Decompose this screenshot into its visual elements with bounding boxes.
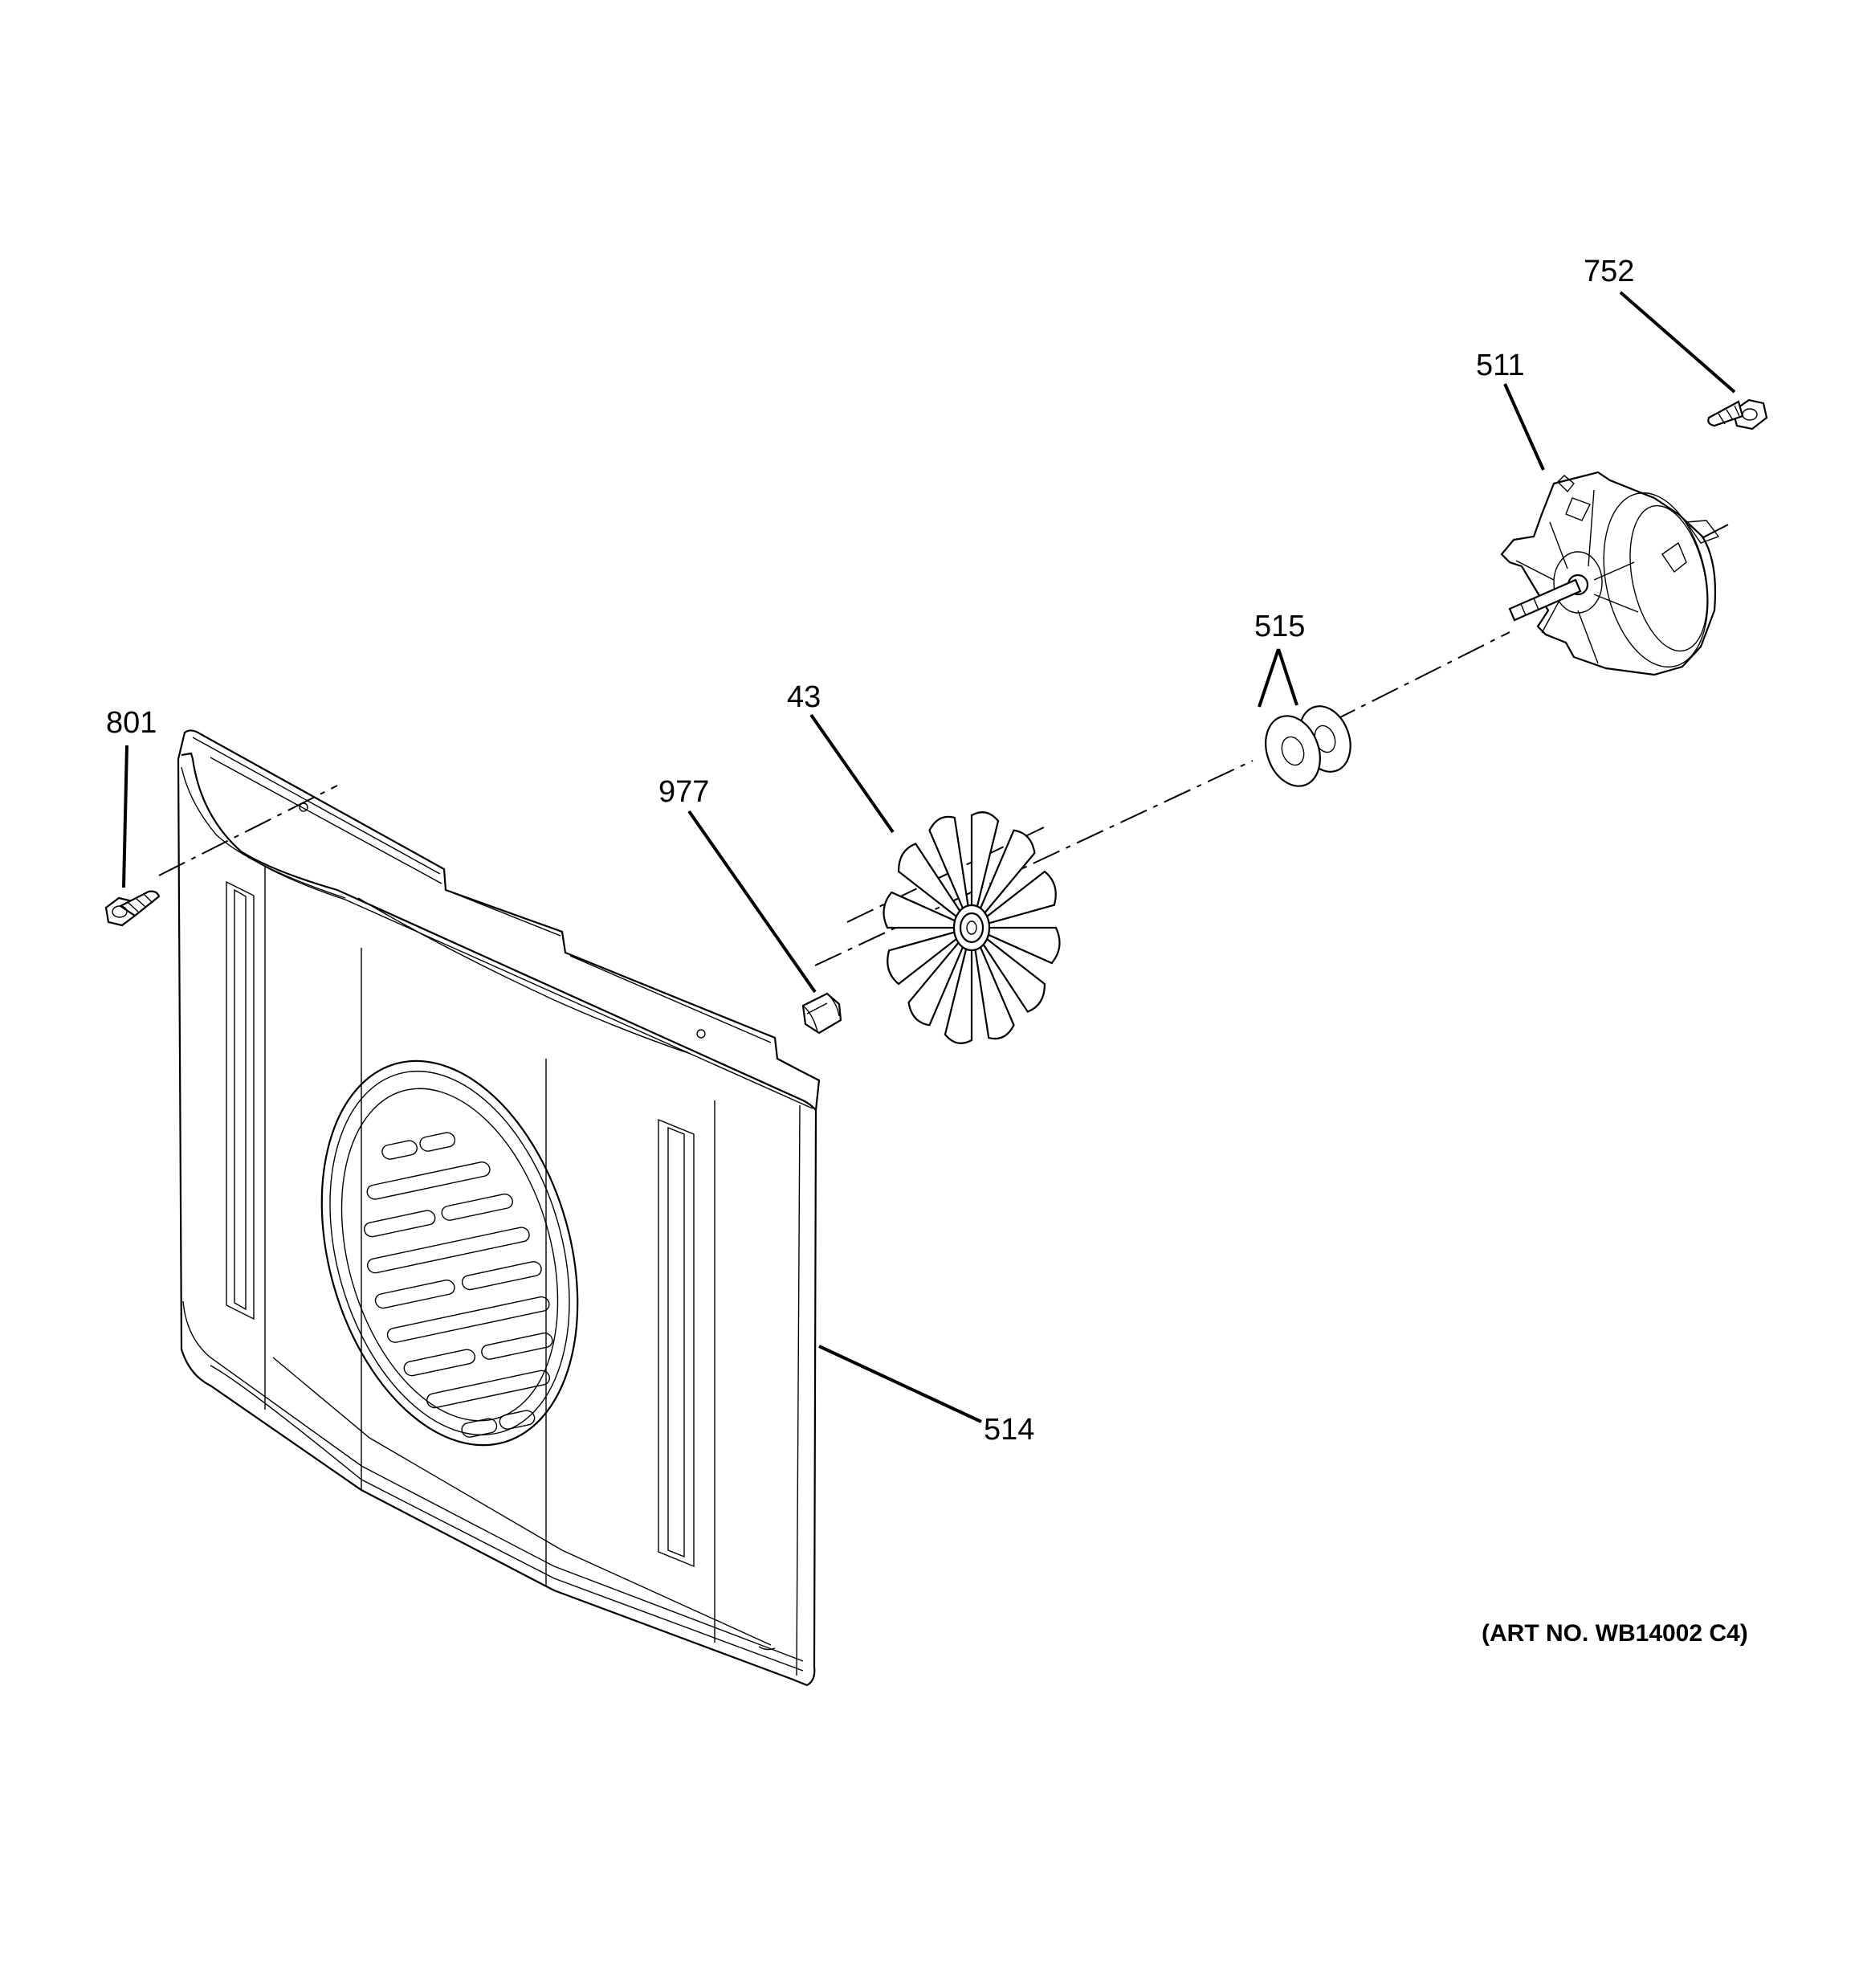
- grille-slot: [386, 1296, 550, 1343]
- grille-slot: [499, 1410, 536, 1430]
- callout-511: 511: [1476, 349, 1525, 382]
- fan-blade-vane: [982, 937, 1046, 1013]
- callout-515: 515: [1254, 610, 1305, 643]
- grille-slot: [426, 1370, 551, 1409]
- fan-blade-vane: [907, 941, 964, 1027]
- grille-slot: [441, 1193, 513, 1221]
- fan-hub: [959, 912, 984, 944]
- fan-blade-vane: [928, 815, 969, 910]
- fan-blade-vane: [974, 945, 1015, 1040]
- convection-cover-panel: [177, 729, 821, 1687]
- cap-nut-977: [801, 992, 842, 1035]
- grille-slot: [461, 1261, 542, 1291]
- callout-801: 801: [106, 706, 157, 740]
- fan-hub: [966, 921, 977, 935]
- fan-blade-43: [883, 811, 1061, 1044]
- grille-slot: [367, 1227, 530, 1274]
- grille-slot: [381, 1140, 418, 1160]
- grille-slot: [366, 1161, 491, 1200]
- washers-515: [1265, 705, 1351, 787]
- fan-blade-vane: [985, 870, 1057, 925]
- fan-blade-vane: [883, 891, 956, 929]
- fan-blade-vane: [987, 926, 1061, 965]
- callout-752: 752: [1584, 255, 1634, 288]
- screw-801: [104, 890, 161, 927]
- callout-43: 43: [787, 680, 821, 714]
- callout-514: 514: [984, 1413, 1034, 1447]
- callout-977: 977: [658, 775, 709, 809]
- grille-slot: [374, 1280, 455, 1309]
- grille-slot: [403, 1349, 476, 1377]
- grille-slot: [419, 1132, 456, 1152]
- leader-lines: [122, 291, 1736, 1423]
- fan-blade-vane: [897, 843, 961, 918]
- assembly-axis: [158, 521, 1734, 966]
- fan-blade-vane: [944, 948, 973, 1044]
- grille-slot: [461, 1418, 498, 1438]
- fan-blade-vane: [970, 811, 1000, 908]
- fan-blade-vane: [887, 931, 958, 986]
- part-callouts: 801 977 43 515 511 752 514: [106, 255, 1634, 1447]
- art-number: (ART NO. WB14002 C4): [1482, 1620, 1748, 1647]
- grille-slot: [481, 1332, 553, 1360]
- fan-blade-vane: [979, 829, 1036, 915]
- screw-752: [1707, 398, 1768, 431]
- fan-grille: [320, 1059, 579, 1447]
- fan-motor-511: [1500, 471, 1720, 676]
- grille-slot: [363, 1210, 436, 1238]
